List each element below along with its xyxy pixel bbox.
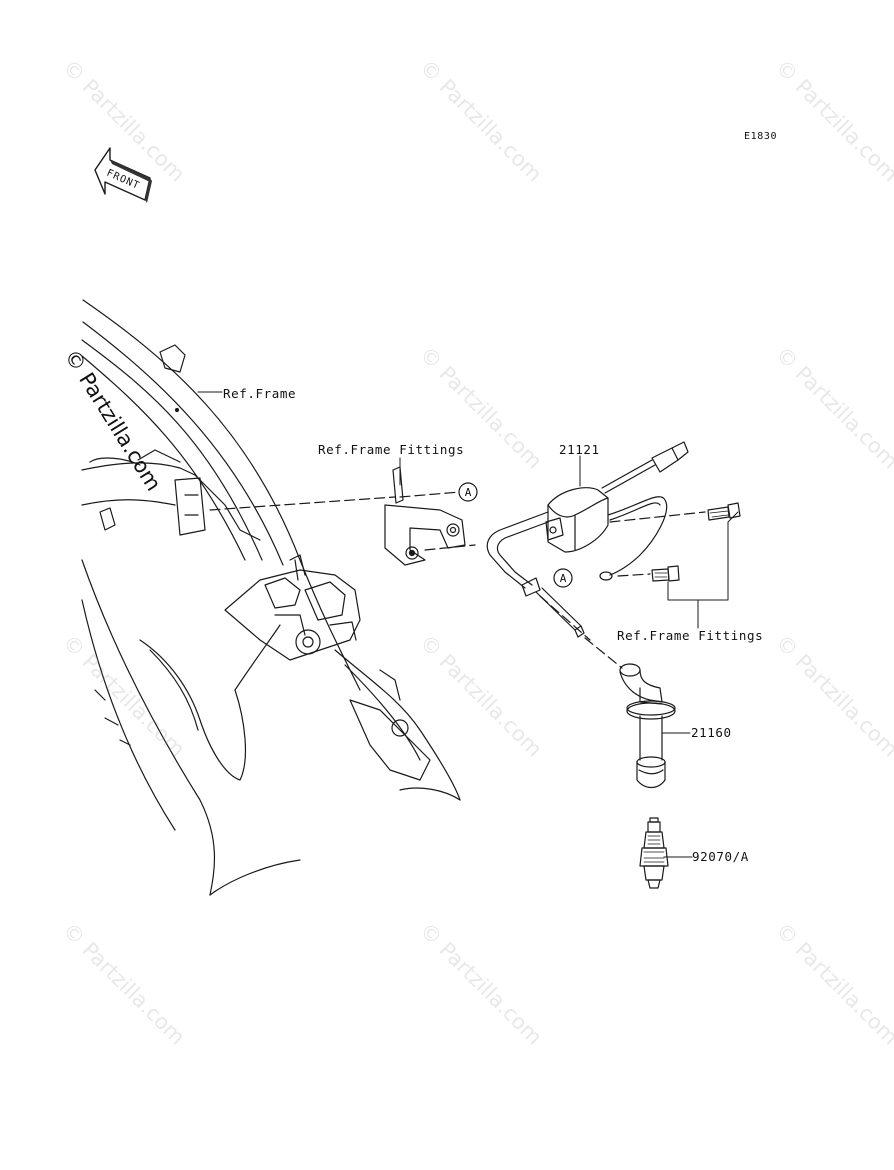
label-part-92070a: 92070/A xyxy=(692,849,749,864)
frame-side-rail xyxy=(81,449,261,541)
frame-fitting-bracket xyxy=(384,459,466,566)
label-part-21160: 21160 xyxy=(691,725,732,740)
frame-main xyxy=(81,299,361,896)
dashed-coil-bolt xyxy=(609,511,706,523)
callout-a-top-letter: A xyxy=(465,486,472,499)
dashed-bracket-coil xyxy=(424,544,476,551)
callout-a-right-letter: A xyxy=(560,572,567,585)
ignition-coil xyxy=(486,441,689,597)
label-ref-frame-fittings-right: Ref.Frame Fittings xyxy=(617,628,764,643)
callout-a-top: A xyxy=(458,482,478,502)
spark-plug xyxy=(639,817,669,889)
frame-fitting-bolts xyxy=(651,502,741,629)
dashed-link-a xyxy=(399,491,461,498)
frame-lower-cradle xyxy=(94,649,461,801)
plug-cap xyxy=(619,663,676,789)
diagram-code: E1830 xyxy=(744,131,778,142)
callout-a-right: A xyxy=(553,568,573,588)
label-ref-frame-fittings-top: Ref.Frame Fittings xyxy=(318,442,465,457)
front-arrow-icon: FRONT xyxy=(94,147,152,203)
dashed-ground-bolt xyxy=(617,573,651,577)
dashed-cable-cap xyxy=(584,637,623,669)
label-part-21121: 21121 xyxy=(559,442,600,457)
dashed-link-frame xyxy=(209,496,396,511)
frame-pivot-plate xyxy=(139,554,361,781)
high-tension-cable xyxy=(535,587,585,638)
dashed-lead-cap xyxy=(539,595,591,641)
label-ref-frame: Ref.Frame xyxy=(223,386,297,401)
